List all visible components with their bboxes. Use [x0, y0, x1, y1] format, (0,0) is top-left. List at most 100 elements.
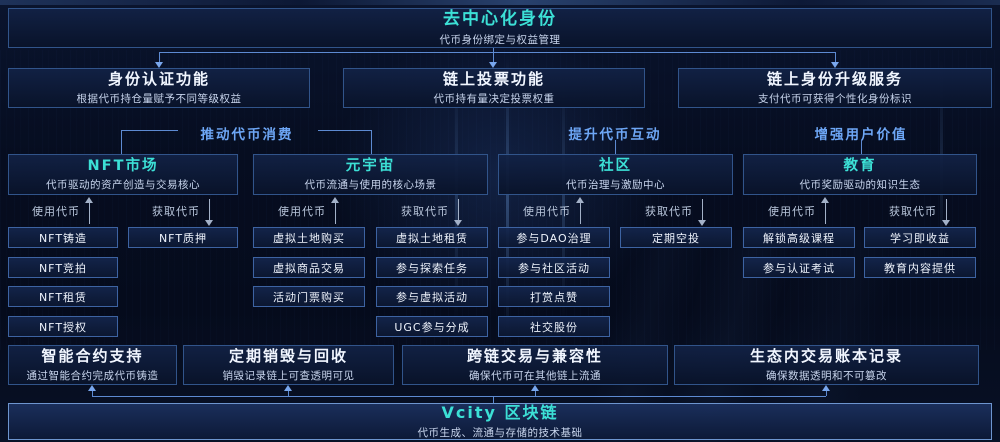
down-arrow-icon: [205, 198, 214, 226]
flow-use-token-label: 使用代币: [32, 205, 80, 218]
node-title: 生态内交易账本记录: [749, 347, 903, 366]
node-title: 链上身份升级服务: [766, 70, 903, 89]
root-node: 去中心化身份 代币身份绑定与权益管理: [8, 8, 992, 48]
node-identity-auth: 身份认证功能 根据代币持仓量赋予不同等级权益: [8, 68, 310, 108]
node-subtitle: 代币持有量决定投票权重: [433, 92, 555, 105]
node-title: Vcity 区块链: [441, 403, 559, 422]
node-onchain-voting: 链上投票功能 代币持有量决定投票权重: [343, 68, 645, 108]
node-title: 智能合约支持: [41, 347, 144, 366]
connector-line: [493, 396, 494, 403]
up-arrow-icon: [284, 385, 292, 391]
node-subtitle: 代币奖励驱动的知识生态: [799, 179, 921, 192]
label-token-interaction: 提升代币互动: [568, 127, 662, 143]
node-subtitle: 代币驱动的资产创造与交易核心: [46, 179, 200, 192]
connector-line: [493, 48, 494, 53]
label-token-consumption: 推动代币消费: [200, 127, 294, 143]
flow-earn-token-label: 获取代币: [645, 205, 693, 218]
list-item: 社交股份: [498, 316, 610, 337]
node-title: 社区: [599, 157, 632, 174]
list-item: 参与认证考试: [743, 257, 855, 278]
list-item: 定期空投: [620, 227, 732, 248]
connector-line: [861, 140, 862, 154]
flow-earn-token: 获取代币: [376, 197, 488, 226]
up-arrow-icon: [88, 385, 96, 391]
connector-line: [615, 140, 616, 154]
down-arrow-icon: [831, 62, 839, 68]
node-subtitle: 代币流通与使用的核心场景: [304, 179, 437, 192]
connector-line: [121, 130, 122, 154]
connector-line: [92, 396, 826, 397]
list-item: 参与探索任务: [376, 257, 488, 278]
connector-line: [288, 390, 289, 396]
node-title: 链上投票功能: [442, 70, 545, 89]
light-column: [455, 70, 458, 320]
top-glow-band: [0, 0, 1000, 5]
node-subtitle: 支付代币可获得个性化身份标识: [758, 92, 912, 105]
node-subtitle: 代币身份绑定与权益管理: [439, 34, 561, 47]
node-title: 去中心化身份: [443, 8, 557, 29]
flow-earn-token-label: 获取代币: [889, 205, 937, 218]
node-burn-recycle: 定期销毁与回收 销毁记录链上可查透明可见: [183, 345, 394, 385]
node-subtitle: 确保代币可在其他链上流通: [469, 369, 601, 382]
light-column: [506, 55, 509, 345]
node-title: 身份认证功能: [107, 70, 210, 89]
list-item: 虚拟土地租赁: [376, 227, 488, 248]
node-subtitle: 确保数据透明和不可篡改: [766, 369, 887, 382]
flow-use-token: 使用代币: [8, 196, 118, 225]
node-subtitle: 代币生成、流通与存储的技术基础: [417, 427, 583, 439]
up-arrow-icon: [85, 196, 94, 225]
connector-line: [371, 130, 372, 154]
down-arrow-icon: [489, 62, 497, 68]
node-ledger: 生态内交易账本记录 确保数据透明和不可篡改: [674, 345, 979, 385]
connector-line: [535, 390, 536, 396]
connector-line: [826, 390, 827, 396]
flow-earn-token-label: 获取代币: [152, 205, 200, 218]
up-arrow-icon: [531, 385, 539, 391]
node-subtitle: 根据代币持仓量赋予不同等级权益: [76, 92, 242, 105]
flow-earn-token: 获取代币: [864, 197, 976, 226]
down-arrow-icon: [454, 198, 463, 226]
node-smart-contract: 智能合约支持 通过智能合约完成代币铸造: [8, 345, 177, 385]
node-community: 社区 代币治理与激励中心: [498, 154, 733, 195]
connector-line: [92, 390, 93, 396]
flow-earn-token: 获取代币: [620, 197, 732, 226]
node-nft-market: NFT市场 代币驱动的资产创造与交易核心: [8, 154, 238, 195]
list-item: NFT竞拍: [8, 257, 118, 278]
list-item: 学习即收益: [864, 227, 976, 248]
list-item: 解锁高级课程: [743, 227, 855, 248]
flow-earn-token: 获取代币: [128, 197, 238, 226]
up-arrow-icon: [822, 385, 830, 391]
list-item: NFT铸造: [8, 227, 118, 248]
up-arrow-icon: [576, 196, 585, 225]
list-item: 虚拟商品交易: [253, 257, 365, 278]
flow-use-token: 使用代币: [498, 196, 610, 225]
list-item: 参与DAO治理: [498, 227, 610, 248]
down-arrow-icon: [698, 198, 707, 226]
node-title: 跨链交易与兼容性: [466, 347, 603, 366]
node-subtitle: 代币治理与激励中心: [566, 179, 665, 192]
flow-use-token-label: 使用代币: [523, 205, 571, 218]
flow-use-token: 使用代币: [743, 196, 855, 225]
list-item: NFT质押: [128, 227, 238, 248]
list-item: 虚拟土地购买: [253, 227, 365, 248]
light-column: [562, 80, 565, 320]
list-item: 教育内容提供: [864, 257, 976, 278]
flow-use-token-label: 使用代币: [278, 205, 326, 218]
node-title: 定期销毁与回收: [228, 347, 348, 366]
node-title: NFT市场: [87, 157, 159, 174]
list-item: NFT租赁: [8, 286, 118, 307]
list-item: NFT授权: [8, 316, 118, 337]
up-arrow-icon: [821, 196, 830, 225]
list-item: UGC参与分成: [376, 316, 488, 337]
node-title: 教育: [843, 157, 877, 174]
label-user-value: 增强用户价值: [814, 127, 908, 143]
down-arrow-icon: [155, 62, 163, 68]
down-arrow-icon: [942, 198, 951, 226]
connector-line: [318, 130, 372, 131]
base-node-vcity-blockchain: Vcity 区块链 代币生成、流通与存储的技术基础: [8, 403, 992, 440]
connector-line: [493, 52, 494, 63]
node-metaverse: 元宇宙 代币流通与使用的核心场景: [253, 154, 488, 195]
list-item: 活动门票购买: [253, 286, 365, 307]
flow-use-token: 使用代币: [253, 196, 365, 225]
